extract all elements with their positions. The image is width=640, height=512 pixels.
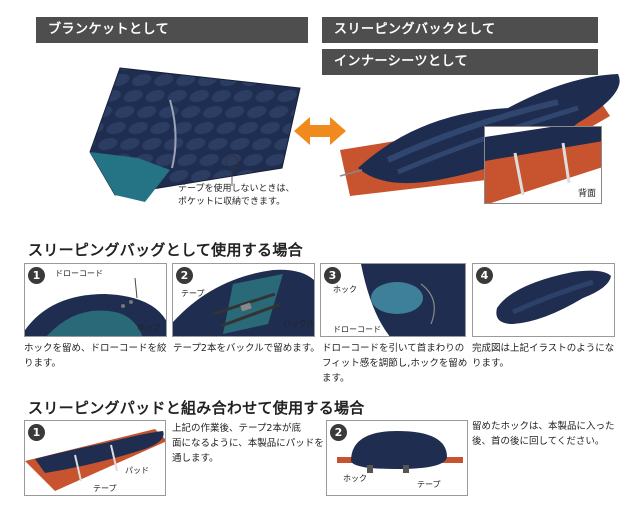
s2-step2-panel: 2 ホック テープ xyxy=(326,420,468,496)
inner-sheet-label: インナーシーツとして xyxy=(334,54,469,69)
s2-step1-caption: 上記の作業後、テープ2本が底 面になるように、本製品にパッドを 通します。 xyxy=(172,423,324,464)
s1-step2-label-tape: テープ xyxy=(181,289,205,298)
s1-step1-panel: 1 ドローコード ホック xyxy=(24,263,167,337)
s1-step3-caption: ドローコードを引いて首まわりの フィット感を調節し,ホックを留め ます。 xyxy=(322,343,468,384)
double-arrow-icon xyxy=(292,114,348,148)
s2-step1-label-tape: テープ xyxy=(93,484,117,493)
s2-step2-caption: 留めたホックは、本製品に入った 後、首の後に回してください。 xyxy=(472,421,615,447)
section2-heading: スリーピングパッドと組み合わせて使用する場合 xyxy=(28,399,365,417)
s1-step3-label-drawcord: ドローコード xyxy=(333,325,381,334)
s2-step1-panel: 1 パッド テープ xyxy=(24,420,166,496)
back-label: 背面 xyxy=(577,189,596,199)
s1-step4-panel: 4 xyxy=(472,263,615,337)
blanket-label: ブランケットとして xyxy=(48,22,170,37)
s1-step1-number: 1 xyxy=(28,267,45,284)
s1-step4-caption: 完成図は上記イラストのようにな ります。 xyxy=(472,343,615,369)
s2-step1-number: 1 xyxy=(28,424,45,441)
sleeping-bag-label: スリーピングバックとして xyxy=(334,22,496,37)
s1-step1-label-drawcord: ドローコード xyxy=(55,269,103,278)
s1-step3-number: 3 xyxy=(324,267,341,284)
s1-step4-number: 4 xyxy=(476,267,493,284)
s1-step1-caption: ホックを留め、ドローコードを絞 ります。 xyxy=(24,343,167,369)
s2-step1-label-pad: パッド xyxy=(125,466,149,475)
s2-step2-label-hook: ホック xyxy=(343,474,367,483)
s1-step1-label-hook: ホック xyxy=(137,323,161,332)
tape-note-line2: ポケットに収納できます。 xyxy=(178,197,286,207)
s1-step2-panel: 2 テープ バックル xyxy=(172,263,315,337)
s1-step2-label-buckle: バックル xyxy=(283,319,315,328)
back-view-inset: 背面 xyxy=(484,126,602,204)
s2-step2-number: 2 xyxy=(330,424,347,441)
blanket-illustration xyxy=(20,40,310,205)
blanket-banner: ブランケットとして xyxy=(36,17,308,43)
tape-note-line1: テープを使用しないときは、 xyxy=(178,184,295,194)
tape-note: テープを使用しないときは、 ポケットに収納できます。 xyxy=(178,183,294,209)
sleeping-bag-banner: スリーピングバックとして xyxy=(322,17,598,43)
s2-step2-label-tape: テープ xyxy=(417,480,441,489)
s1-step2-caption: テープ2本をバックルで留めます。 xyxy=(173,343,320,354)
s1-step3-panel: 3 ホック ドローコード xyxy=(320,263,466,337)
s1-step3-label-hook: ホック xyxy=(333,285,357,294)
s1-step2-number: 2 xyxy=(176,267,193,284)
section1-heading: スリーピングバッグとして使用する場合 xyxy=(28,241,303,259)
inner-sheet-banner: インナーシーツとして xyxy=(322,49,598,75)
